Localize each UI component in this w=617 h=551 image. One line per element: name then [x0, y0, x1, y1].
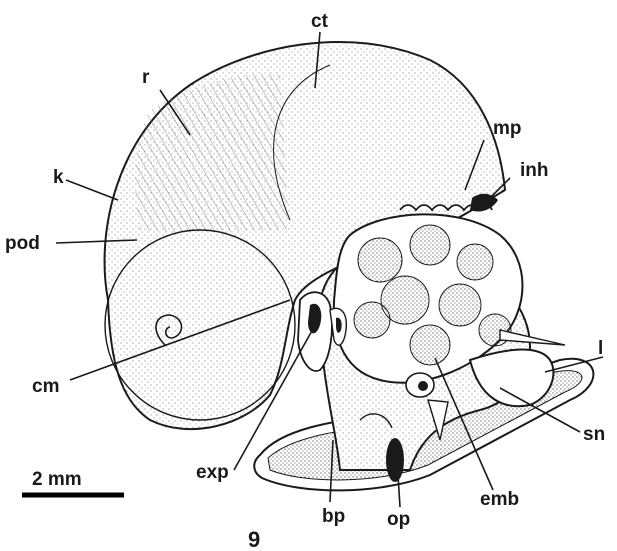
label-k: k — [53, 167, 64, 188]
label-r: r — [142, 67, 150, 88]
label-cm: cm — [32, 376, 59, 397]
label-sn: sn — [583, 424, 605, 445]
label-inh: inh — [520, 160, 549, 181]
label-ct: ct — [311, 11, 329, 32]
label-op: op — [387, 509, 410, 530]
label-emb: emb — [480, 489, 519, 510]
label-l: l — [598, 338, 603, 359]
scale-bar-label: 2 mm — [32, 469, 82, 490]
label-mp: mp — [493, 118, 522, 139]
label-bp: bp — [322, 506, 345, 527]
label-pod: pod — [5, 233, 40, 254]
figure-number: 9 — [248, 527, 260, 551]
label-exp: exp — [196, 462, 229, 483]
